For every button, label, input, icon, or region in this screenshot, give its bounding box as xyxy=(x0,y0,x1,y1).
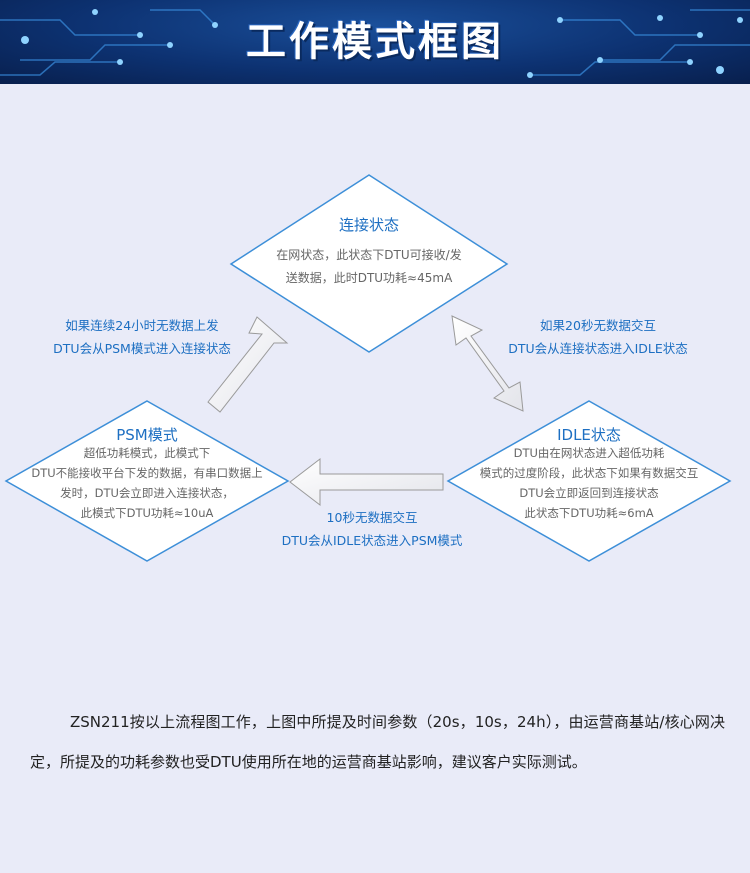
arrow-idle-to-psm xyxy=(290,459,443,505)
header-banner: 工作模式框图 xyxy=(0,0,750,84)
label-idle-to-psm: 10秒无数据交互 DTU会从IDLE状态进入PSM模式 xyxy=(262,506,482,552)
idle-desc: DTU由在网状态进入超低功耗 模式的过度阶段，此状态下如果有数据交互 DTU会立… xyxy=(449,443,729,523)
connected-desc: 在网状态，此状态下DTU可接收/发 送数据，此时DTU功耗≈45mA xyxy=(249,244,489,290)
page-title: 工作模式框图 xyxy=(0,0,750,84)
psm-desc: 超低功耗模式，此模式下 DTU不能接收平台下发的数据，有串口数据上 发时，DTU… xyxy=(7,443,287,523)
idle-title: IDLE状态 xyxy=(489,424,689,445)
psm-title: PSM模式 xyxy=(47,424,247,445)
description-text: ZSN211按以上流程图工作，上图中所提及时间参数（20s，10s，24h），由… xyxy=(30,702,725,782)
mode-diagram: 连接状态 在网状态，此状态下DTU可接收/发 送数据，此时DTU功耗≈45mA … xyxy=(0,84,750,684)
label-connected-idle: 如果20秒无数据交互 DTU会从连接状态进入IDLE状态 xyxy=(488,314,708,360)
label-psm-to-connected: 如果连续24小时无数据上发 DTU会从PSM模式进入连接状态 xyxy=(32,314,252,360)
connected-title: 连接状态 xyxy=(269,214,469,235)
